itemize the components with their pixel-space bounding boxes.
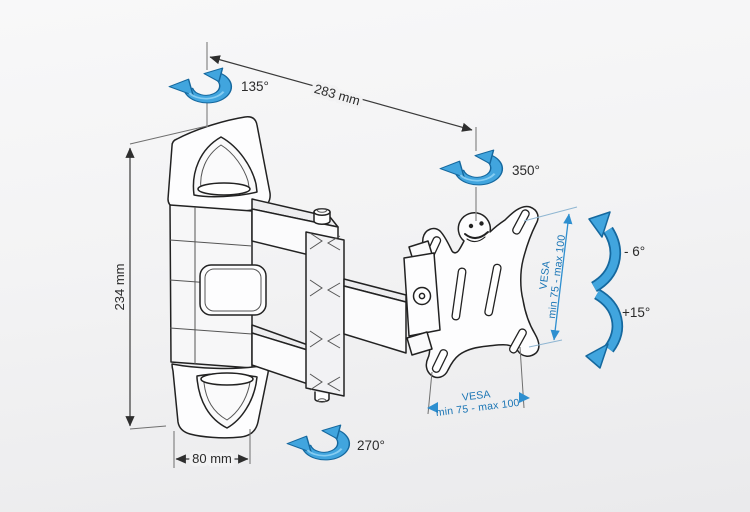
swivel-wall-label: 135° xyxy=(241,79,269,94)
mount-drawing xyxy=(167,116,540,439)
wall-plate-bottom-cover xyxy=(171,363,269,439)
dimension-depth: 80 mm xyxy=(173,429,251,470)
swivel-plate-label: 350° xyxy=(512,163,540,178)
rotation-arrow-270-icon xyxy=(286,423,351,462)
vesa-bottom-arrow-left xyxy=(427,402,438,413)
tilt-down-label: +15° xyxy=(622,305,650,320)
tilt-arrow-up-icon xyxy=(588,211,621,292)
rotation-arrow-135-icon xyxy=(168,66,233,105)
vesa-side-label: VESA xyxy=(537,260,552,290)
vesa-plate xyxy=(418,205,540,379)
width-label: 283 mm xyxy=(313,81,362,108)
depth-label: 80 mm xyxy=(192,451,232,466)
tilt-up-label: - 6° xyxy=(624,244,645,259)
smiley-face xyxy=(464,221,489,243)
elbow-joint xyxy=(305,231,345,403)
tilt-clamp xyxy=(403,240,441,356)
dimension-height: 234 mm xyxy=(109,125,208,430)
height-label: 234 mm xyxy=(112,264,127,311)
vesa-bottom-arrow-right xyxy=(519,392,530,403)
wall-plate-top-cover xyxy=(167,116,271,213)
rotation-arrow-350-icon xyxy=(439,148,504,187)
swivel-arm-label: 270° xyxy=(357,438,385,453)
vesa-bottom-label: VESA xyxy=(461,388,491,403)
tilt-arrow-down-icon xyxy=(585,289,623,369)
middle-arm xyxy=(343,278,407,354)
